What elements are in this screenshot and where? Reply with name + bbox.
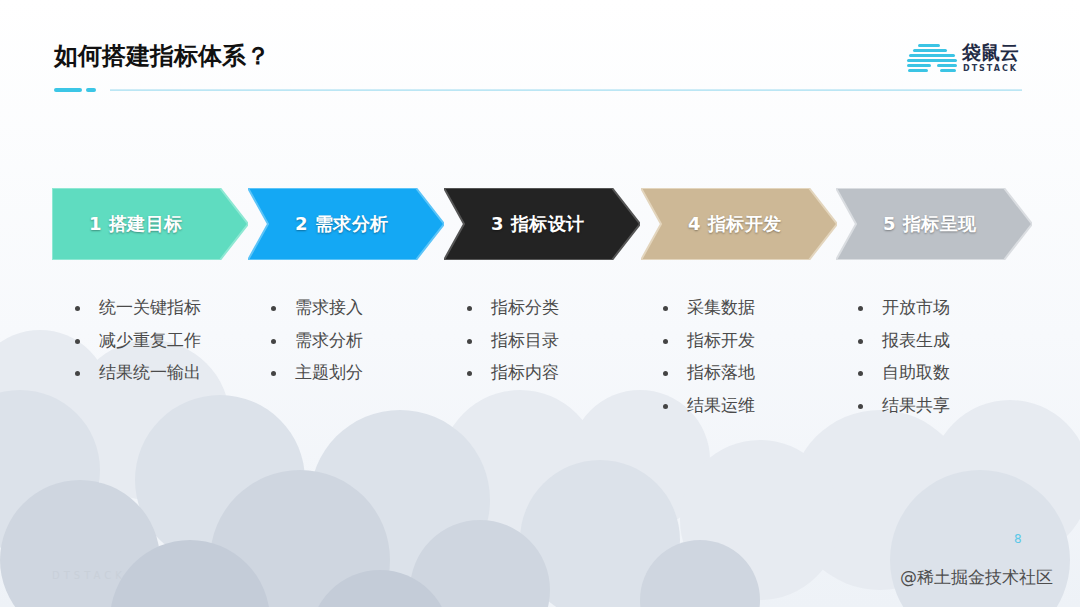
bullet-dot bbox=[663, 404, 668, 409]
step-heading: 3 指标设计 bbox=[491, 212, 585, 236]
chevron-fill bbox=[641, 188, 837, 260]
bullet-text: 报表生成 bbox=[882, 329, 950, 352]
bullet-text: 自助取数 bbox=[882, 361, 950, 384]
chevron-fill bbox=[836, 188, 1032, 260]
logo-subtitle: DTSTACK bbox=[963, 64, 1018, 73]
chevron-fill bbox=[248, 188, 444, 260]
bullet-dot bbox=[271, 306, 276, 311]
chevron-step: 4 指标开发 bbox=[641, 188, 837, 260]
page-number: 8 bbox=[1014, 532, 1022, 546]
step-heading-wrap: 3 指标设计 bbox=[444, 188, 640, 260]
bullet-text: 需求接入 bbox=[295, 296, 363, 319]
step-heading-wrap: 2 需求分析 bbox=[248, 188, 444, 260]
step-heading-wrap: 1 搭建目标 bbox=[52, 188, 248, 260]
chevron-fill bbox=[52, 188, 248, 260]
bullet-text: 统一关键指标 bbox=[99, 296, 201, 319]
bullet-text: 需求分析 bbox=[295, 329, 363, 352]
bullet-text: 指标落地 bbox=[687, 361, 755, 384]
bullet-dot bbox=[858, 371, 863, 376]
chevron-step: 1 搭建目标 bbox=[52, 188, 248, 260]
slide-title: 如何搭建指标体系？ bbox=[54, 40, 270, 72]
accent-bar bbox=[54, 88, 82, 92]
chevron-fill bbox=[444, 188, 640, 260]
header-rule bbox=[110, 90, 1022, 91]
step-heading: 5 指标呈现 bbox=[883, 212, 977, 236]
bullet-dot bbox=[663, 339, 668, 344]
logo-icon bbox=[907, 44, 957, 72]
bullet-text: 减少重复工作 bbox=[99, 329, 201, 352]
bullet-dot bbox=[75, 339, 80, 344]
logo-name: 袋鼠云 bbox=[962, 40, 1019, 66]
bullet-dot bbox=[75, 371, 80, 376]
bullet-dot bbox=[271, 339, 276, 344]
bullet-dot bbox=[858, 306, 863, 311]
bullet-dot bbox=[467, 371, 472, 376]
bullet-text: 结果共享 bbox=[882, 394, 950, 417]
source-watermark: @稀土掘金技术社区 bbox=[900, 566, 1053, 589]
bullet-dot bbox=[663, 306, 668, 311]
bullet-dot bbox=[858, 339, 863, 344]
accent-dot bbox=[86, 88, 96, 92]
step-heading: 4 指标开发 bbox=[688, 212, 782, 236]
bullet-dot bbox=[858, 404, 863, 409]
bullet-dot bbox=[271, 371, 276, 376]
bullet-text: 采集数据 bbox=[687, 296, 755, 319]
watermark: DTSTACK bbox=[52, 570, 126, 581]
bullet-dot bbox=[663, 371, 668, 376]
bullet-text: 开放市场 bbox=[882, 296, 950, 319]
bullet-text: 结果统一输出 bbox=[99, 361, 201, 384]
bullet-text: 结果运维 bbox=[687, 394, 755, 417]
bullet-text: 指标开发 bbox=[687, 329, 755, 352]
bullet-text: 指标目录 bbox=[491, 329, 559, 352]
cloud-illustration bbox=[0, 330, 1080, 607]
bullet-text: 主题划分 bbox=[295, 361, 363, 384]
bullet-text: 指标分类 bbox=[491, 296, 559, 319]
step-heading: 2 需求分析 bbox=[295, 212, 389, 236]
bullet-dot bbox=[467, 306, 472, 311]
step-heading-wrap: 5 指标呈现 bbox=[836, 188, 1032, 260]
chevron-step: 2 需求分析 bbox=[248, 188, 444, 260]
bullet-dot bbox=[467, 339, 472, 344]
bullet-text: 指标内容 bbox=[491, 361, 559, 384]
chevron-step: 5 指标呈现 bbox=[836, 188, 1032, 260]
chevron-step: 3 指标设计 bbox=[444, 188, 640, 260]
bullet-dot bbox=[75, 306, 80, 311]
step-heading: 1 搭建目标 bbox=[89, 212, 183, 236]
step-heading-wrap: 4 指标开发 bbox=[641, 188, 837, 260]
